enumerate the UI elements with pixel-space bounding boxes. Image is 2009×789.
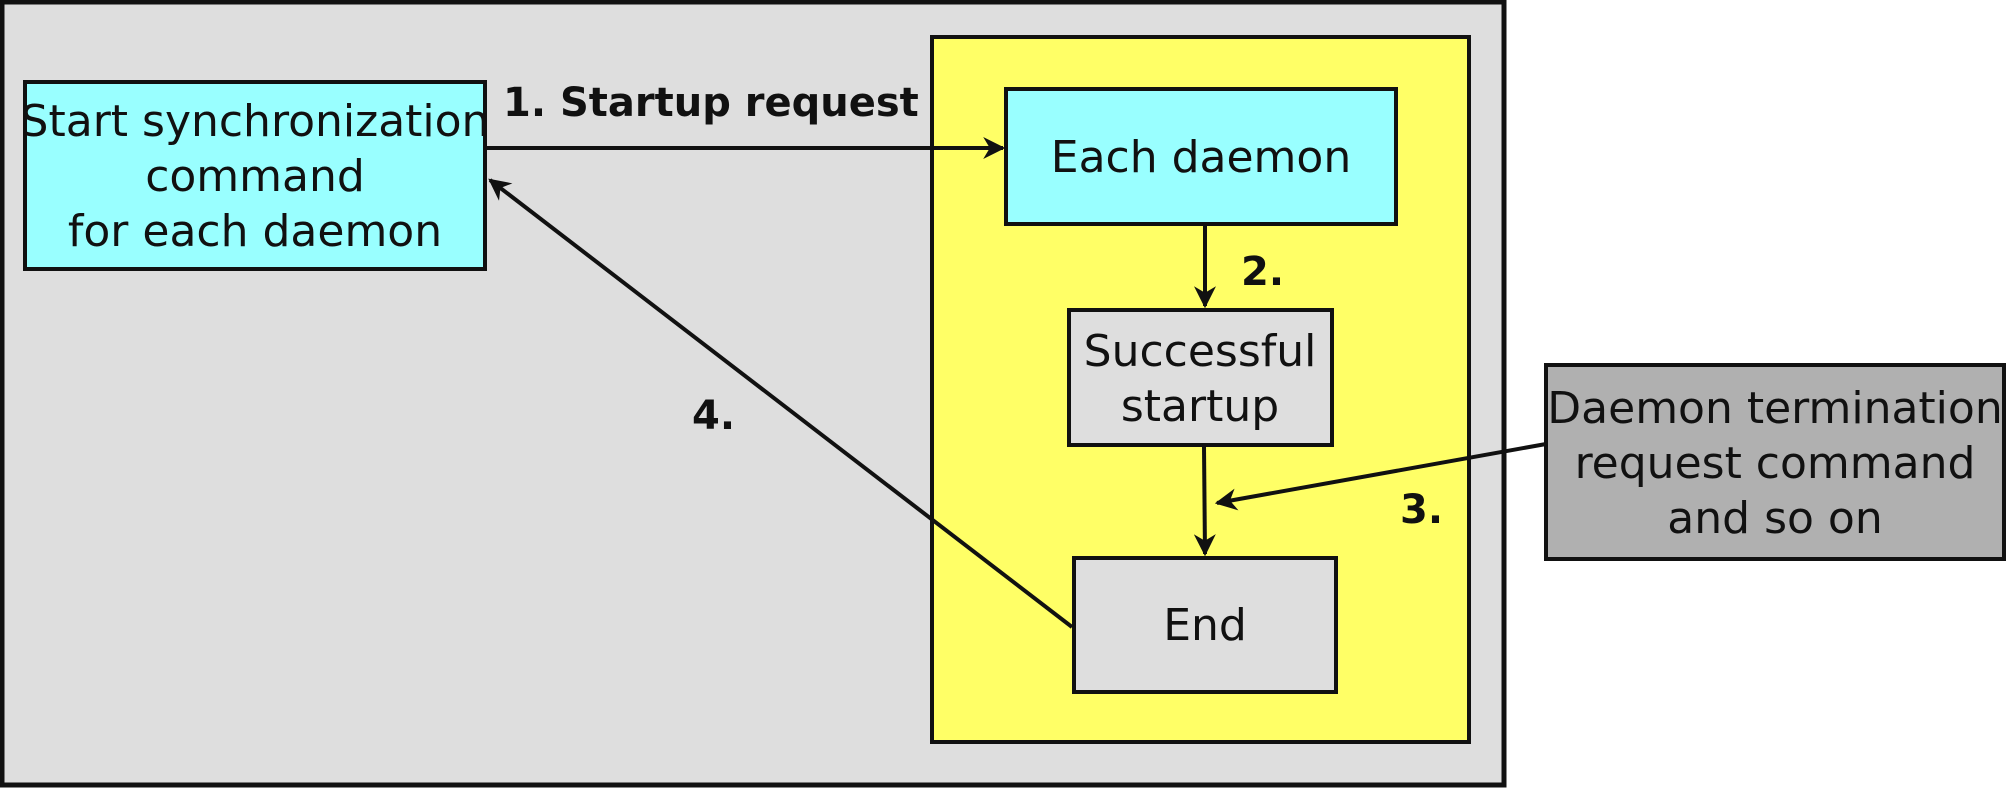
arrow-end-to-start-command [488, 178, 1074, 629]
step-1-label: 1. Startup request [503, 80, 919, 126]
arrow-to-end [1193, 446, 1216, 557]
step-4-label: 4. [692, 393, 735, 439]
end-label: End [1163, 600, 1247, 651]
each-daemon-box-frame [1004, 87, 1398, 226]
termination-request-box: Daemon termination request command and s… [1544, 363, 2006, 561]
start-command-box: Start synchronization command for each d… [21, 80, 490, 271]
successful-startup-label-line2: startup [1121, 381, 1279, 432]
step-2-label: 2. [1241, 249, 1284, 295]
successful-startup-box-frame [1067, 308, 1334, 447]
termination-request-label-line1: Daemon termination [1547, 383, 2002, 434]
arrow-termination-request [1214, 442, 1547, 511]
each-daemon-box: Each daemon [1004, 87, 1398, 226]
step-3-label: 3. [1400, 487, 1443, 533]
end-box-frame [1072, 556, 1338, 694]
successful-startup-box: Successful startup [1067, 308, 1334, 447]
termination-request-label-line3: and so on [1667, 493, 1882, 544]
start-command-label-line1: Start synchronization [21, 96, 490, 147]
successful-startup-label-line1: Successful [1084, 326, 1317, 377]
termination-request-box-frame [1544, 363, 2006, 561]
start-command-label-line3: for each daemon [68, 206, 442, 257]
start-command-label-line2: command [145, 151, 365, 202]
termination-request-label-line2: request command [1575, 438, 1976, 489]
each-daemon-label: Each daemon [1051, 132, 1351, 183]
start-command-box-frame [23, 80, 487, 271]
end-box: End [1072, 556, 1338, 694]
